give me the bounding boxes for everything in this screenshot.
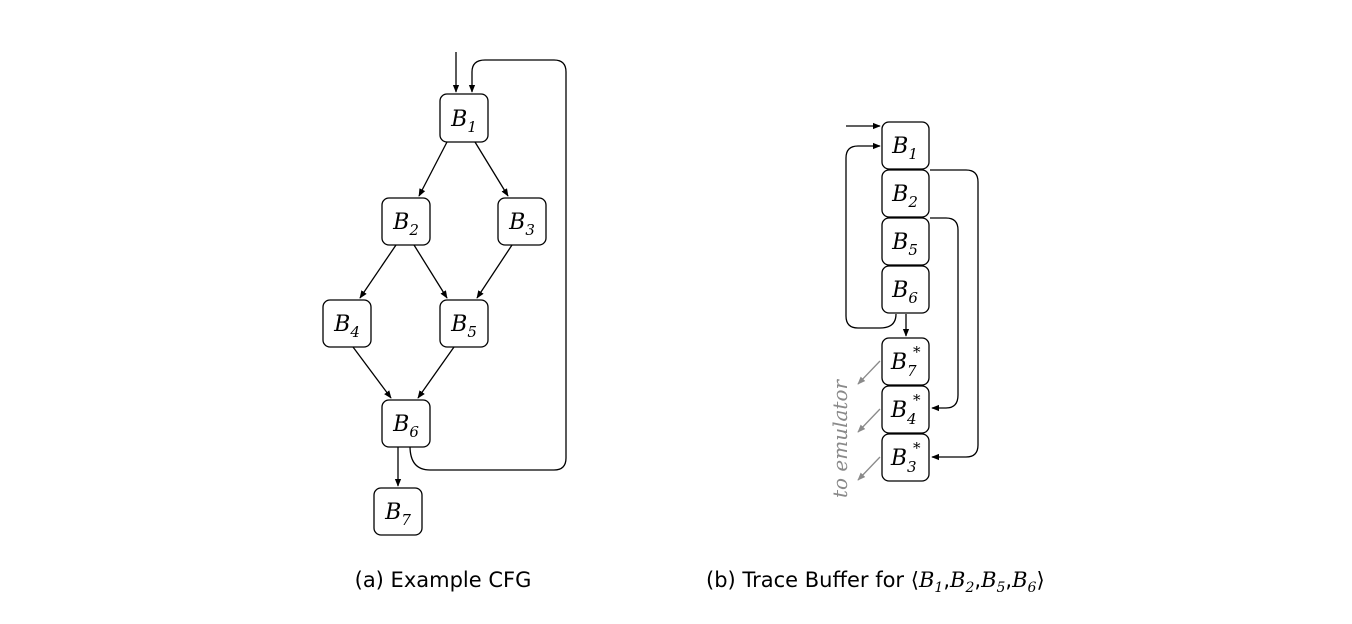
- cfg-edge-b5-b6: [417, 346, 455, 399]
- cfg-edge-b1-b3: [474, 141, 509, 197]
- cfg-node-b1: B1: [439, 93, 489, 143]
- trace-side-exit-b2-b3: [930, 169, 979, 461]
- cfg-edge-b1-b2: [418, 141, 448, 197]
- cfg-edge-b2-b5: [413, 244, 448, 299]
- svg-text:4: 4: [906, 410, 917, 428]
- cfg-node-b2: B2: [381, 197, 431, 246]
- emulator-label: to emulator: [828, 378, 852, 498]
- svg-text:3: 3: [907, 458, 917, 476]
- svg-text:7: 7: [907, 362, 917, 380]
- trace-buffer-diagram: to emulator B1 B2 B5 B6 B * 7 B * 4: [706, 121, 1045, 596]
- svg-text:B5: B5: [450, 312, 477, 341]
- svg-text:B1: B1: [891, 134, 918, 163]
- svg-text:B: B: [890, 350, 907, 375]
- emulator-exit-b4: [857, 408, 881, 433]
- svg-text:B6: B6: [392, 412, 419, 441]
- cfg-edge-b4-b6: [352, 346, 392, 399]
- cfg-node-b4: B4: [322, 299, 372, 348]
- cfg-edge-b2-b4: [359, 244, 397, 299]
- emulator-exit-b7: [857, 360, 881, 385]
- trace-node-b3-star: B * 3: [881, 433, 930, 482]
- trace-node-b5: B5: [881, 217, 930, 266]
- svg-text:B5: B5: [891, 230, 918, 259]
- svg-text:B6: B6: [891, 278, 918, 307]
- svg-text:*: *: [913, 343, 921, 361]
- trace-node-b7-star: B * 7: [881, 337, 930, 386]
- svg-text:B7: B7: [384, 500, 411, 529]
- svg-text:*: *: [913, 391, 921, 409]
- trace-caption: (b) Trace Buffer for ⟨B1,B2,B5,B6⟩: [706, 568, 1045, 596]
- svg-text:B3: B3: [508, 210, 535, 239]
- svg-text:B2: B2: [891, 182, 918, 211]
- cfg-diagram: B1 B2 B3 B4 B5 B6 B7 (a) Example CFG: [322, 52, 567, 592]
- cfg-node-b5: B5: [439, 299, 489, 348]
- svg-text:*: *: [913, 439, 921, 457]
- cfg-caption: (a) Example CFG: [355, 568, 532, 592]
- emulator-exit-b3: [857, 456, 881, 481]
- svg-text:B4: B4: [333, 312, 360, 341]
- svg-text:B1: B1: [450, 107, 477, 136]
- svg-text:B: B: [890, 398, 907, 423]
- cfg-back-edge-b6-b1: [409, 59, 567, 471]
- svg-text:B2: B2: [392, 210, 419, 239]
- trace-node-b6: B6: [881, 265, 930, 314]
- trace-loop-edge-b6-b1: [845, 142, 897, 329]
- cfg-node-b6: B6: [381, 399, 431, 448]
- trace-side-exit-b5-b4: [930, 217, 959, 412]
- cfg-edge-b3-b5: [476, 244, 513, 299]
- trace-node-b2: B2: [881, 169, 930, 218]
- svg-text:B: B: [890, 446, 907, 471]
- trace-node-b1: B1: [881, 121, 930, 170]
- cfg-node-b3: B3: [497, 197, 547, 246]
- cfg-node-b7: B7: [373, 487, 423, 536]
- trace-node-b4-star: B * 4: [881, 385, 930, 434]
